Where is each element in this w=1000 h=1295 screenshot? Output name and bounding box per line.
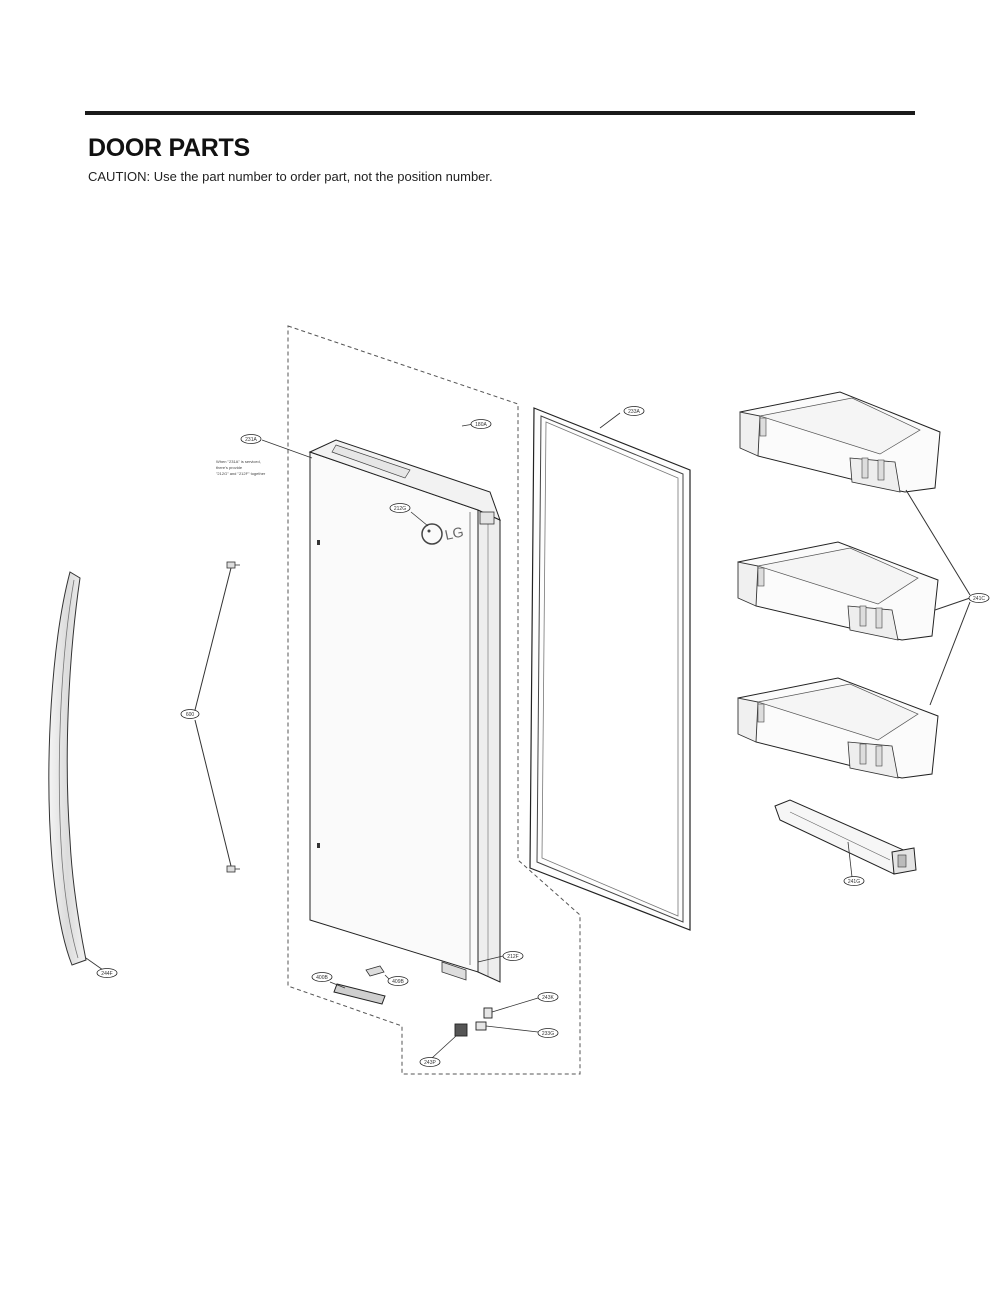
svg-text:600: 600 <box>186 712 195 718</box>
door-basket-3 <box>737 677 939 779</box>
lg-logo: LG <box>421 523 465 545</box>
callout-243P: 243P <box>419 1057 441 1067</box>
svg-text:244F: 244F <box>101 971 112 977</box>
callout-233G: 233G <box>537 1028 559 1038</box>
svg-text:When "231A" is serviced,: When "231A" is serviced, <box>216 459 261 464</box>
screw-top <box>226 561 240 569</box>
caution-text: CAUTION: Use the part number to order pa… <box>88 169 493 184</box>
screw-bottom <box>226 865 240 873</box>
callout-241G: 241G <box>843 876 865 886</box>
clip-409b <box>365 965 385 977</box>
callout-241C: 241C <box>968 593 990 603</box>
bushing-233g <box>475 1021 487 1031</box>
svg-text:233A: 233A <box>628 409 640 415</box>
callout-231A: 231A <box>240 434 262 444</box>
svg-text:212F: 212F <box>507 954 518 960</box>
page-title: DOOR PARTS <box>88 134 250 162</box>
svg-text:400B: 400B <box>316 975 328 981</box>
door-basket-1 <box>739 391 941 493</box>
svg-text:"212G" and "212F" together: "212G" and "212F" together <box>216 471 266 476</box>
door-basket-2 <box>737 541 939 641</box>
basket-bracket <box>774 799 917 875</box>
svg-text:231A: 231A <box>245 437 257 443</box>
callout-212G: 212G <box>389 503 411 513</box>
header-rule <box>85 111 915 115</box>
hinge-block-243p <box>454 1023 468 1037</box>
callout-409B: 409B <box>387 976 409 986</box>
svg-text:243K: 243K <box>542 995 554 1001</box>
svg-text:241C: 241C <box>973 596 985 602</box>
svg-text:409B: 409B <box>392 979 404 985</box>
door-handle <box>48 571 87 966</box>
callout-233A: 233A <box>623 406 645 416</box>
hinge-cap-243k <box>483 1007 493 1019</box>
svg-text:there's provide: there's provide <box>216 465 243 470</box>
cover-400b <box>333 983 386 1005</box>
door-foam-assembly <box>308 439 501 983</box>
service-note: When "231A" is serviced, there's provide… <box>216 459 266 476</box>
svg-text:212G: 212G <box>394 506 406 512</box>
svg-text:241G: 241G <box>848 879 860 885</box>
svg-text:233G: 233G <box>542 1031 554 1037</box>
callout-243K: 243K <box>537 992 559 1002</box>
svg-text:243P: 243P <box>424 1060 436 1066</box>
svg-text:LG: LG <box>443 523 465 543</box>
callout-600: 600 <box>180 709 200 719</box>
assembly-boundary <box>287 325 581 1075</box>
callout-400B: 400B <box>311 972 333 982</box>
svg-text:180A: 180A <box>475 422 487 428</box>
door-gasket <box>529 407 691 931</box>
callout-212F: 212F <box>502 951 524 961</box>
callout-244F: 244F <box>96 968 118 978</box>
callout-180A: 180A <box>470 419 492 429</box>
